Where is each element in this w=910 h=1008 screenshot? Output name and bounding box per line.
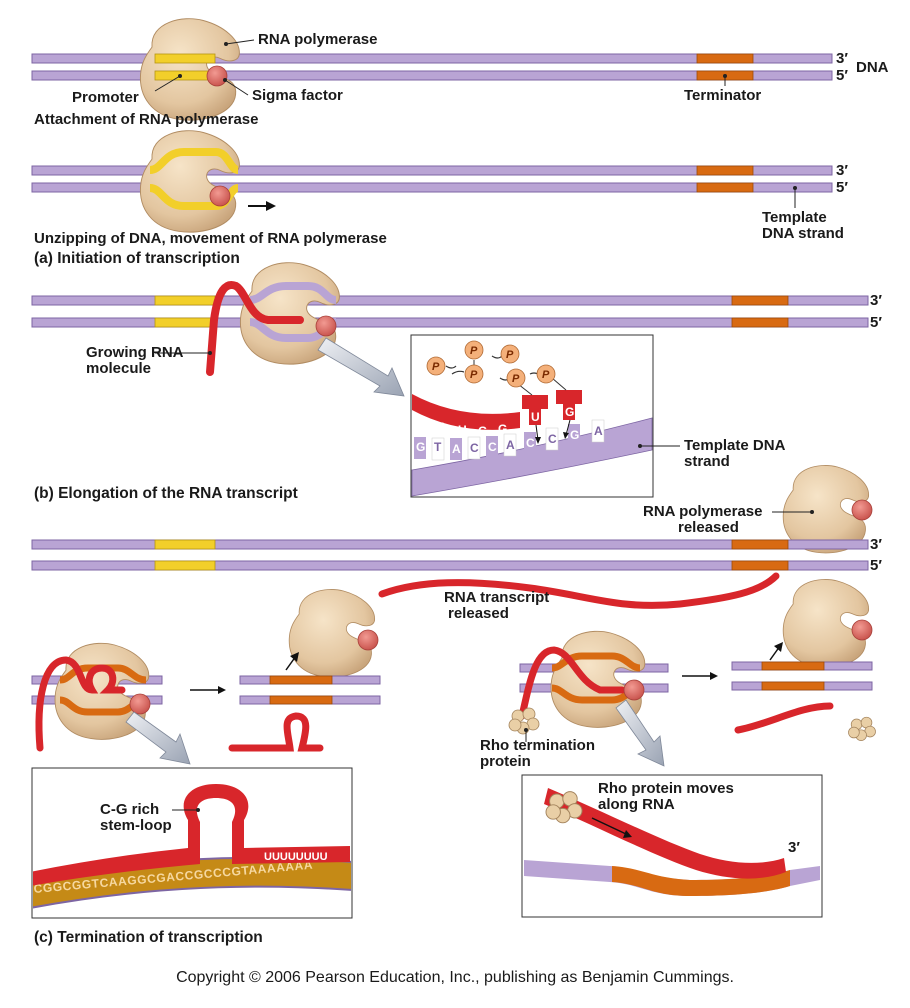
label-rna-polymerase: RNA polymerase (258, 31, 378, 48)
phosphates: P P P P P P (426, 340, 567, 396)
u-tail: UUUUUUUU (264, 851, 328, 863)
rho-protein (508, 707, 540, 735)
rna-stemloop-small (35, 656, 126, 752)
label-attachment: Attachment of RNA polymerase (34, 111, 259, 128)
dna-base-4: C (470, 441, 479, 455)
b-3prime: 3′ (870, 292, 882, 309)
label-3prime: 3′ (836, 50, 848, 67)
label-rna-3prime: 3′ (788, 839, 800, 856)
b-5prime: 5′ (870, 314, 882, 331)
dna-base-3: A (452, 442, 461, 456)
dna-base-7: C (526, 436, 535, 450)
dna-base-9: G (570, 428, 579, 442)
panel-c-intrinsic: CGGCGGTCAAGGCGACCGCCCGTAAAAAAA UUUUUUUU … (31, 589, 381, 946)
dna-base-2: T (434, 440, 442, 454)
phosphate-2: P (470, 345, 478, 357)
rna-transcript-released (378, 572, 780, 609)
rna-base-3: U (458, 423, 467, 437)
dna-base-1: G (416, 440, 425, 454)
rna-base-5: G (498, 422, 507, 436)
label-unzipping: Unzipping of DNA, movement of RNA polyme… (34, 230, 387, 247)
phosphate-1: P (432, 361, 440, 373)
caption-c: (c) Termination of transcription (34, 929, 263, 946)
zoom-arrow-b (317, 337, 405, 397)
phosphate-3: P (506, 349, 514, 361)
terminator-top (696, 53, 754, 64)
rna-base-4: G (478, 424, 487, 438)
label-terminator: Terminator (684, 87, 761, 104)
dna-base-10: A (594, 424, 603, 438)
phosphate-5: P (512, 373, 520, 385)
dna-bases: G T A C C A C C G A (414, 419, 605, 461)
rna-bases: C A U G G (418, 415, 507, 438)
label-5prime: 5′ (836, 67, 848, 84)
c-3prime: 3′ (870, 536, 882, 553)
label-sigma-factor: Sigma factor (252, 87, 343, 104)
promoter-bottom (154, 70, 216, 81)
incoming-nucleotides: U G (522, 390, 582, 444)
promoter-top (154, 53, 216, 64)
label-dna: DNA (856, 59, 889, 76)
row2-3prime: 3′ (836, 162, 848, 179)
dna-base-8: C (548, 432, 557, 446)
sigma-factor (206, 65, 228, 87)
rna-rho-small (518, 646, 626, 720)
copyright: Copyright © 2006 Pearson Education, Inc.… (176, 969, 734, 986)
dna-base-5: C (488, 440, 497, 454)
caption-a: (a) Initiation of transcription (34, 250, 240, 267)
phosphate-6: P (542, 369, 550, 381)
zoom-arrow-c-left (125, 711, 191, 765)
dna-strand-bottom (31, 70, 833, 81)
rna-polymerase-unzipping (139, 130, 240, 233)
phosphate-4: P (470, 369, 478, 381)
label-promoter: Promoter (72, 89, 139, 106)
panel-a-row1: RNA polymerase 3′ 5′ DNA Promoter Sigma … (31, 18, 889, 128)
rna-base-2: A (438, 420, 447, 434)
growing-rna (206, 281, 304, 376)
incoming-u: U (531, 410, 540, 424)
rna-base-1: C (418, 415, 427, 429)
row2-5prime: 5′ (836, 179, 848, 196)
dna-strand-top (31, 53, 833, 64)
dna-base-6: A (506, 438, 515, 452)
zoom-arrow-c-right (615, 699, 665, 767)
incoming-g: G (565, 405, 574, 419)
c-5prime: 5′ (870, 557, 882, 574)
caption-b: (b) Elongation of the RNA transcript (34, 485, 298, 502)
